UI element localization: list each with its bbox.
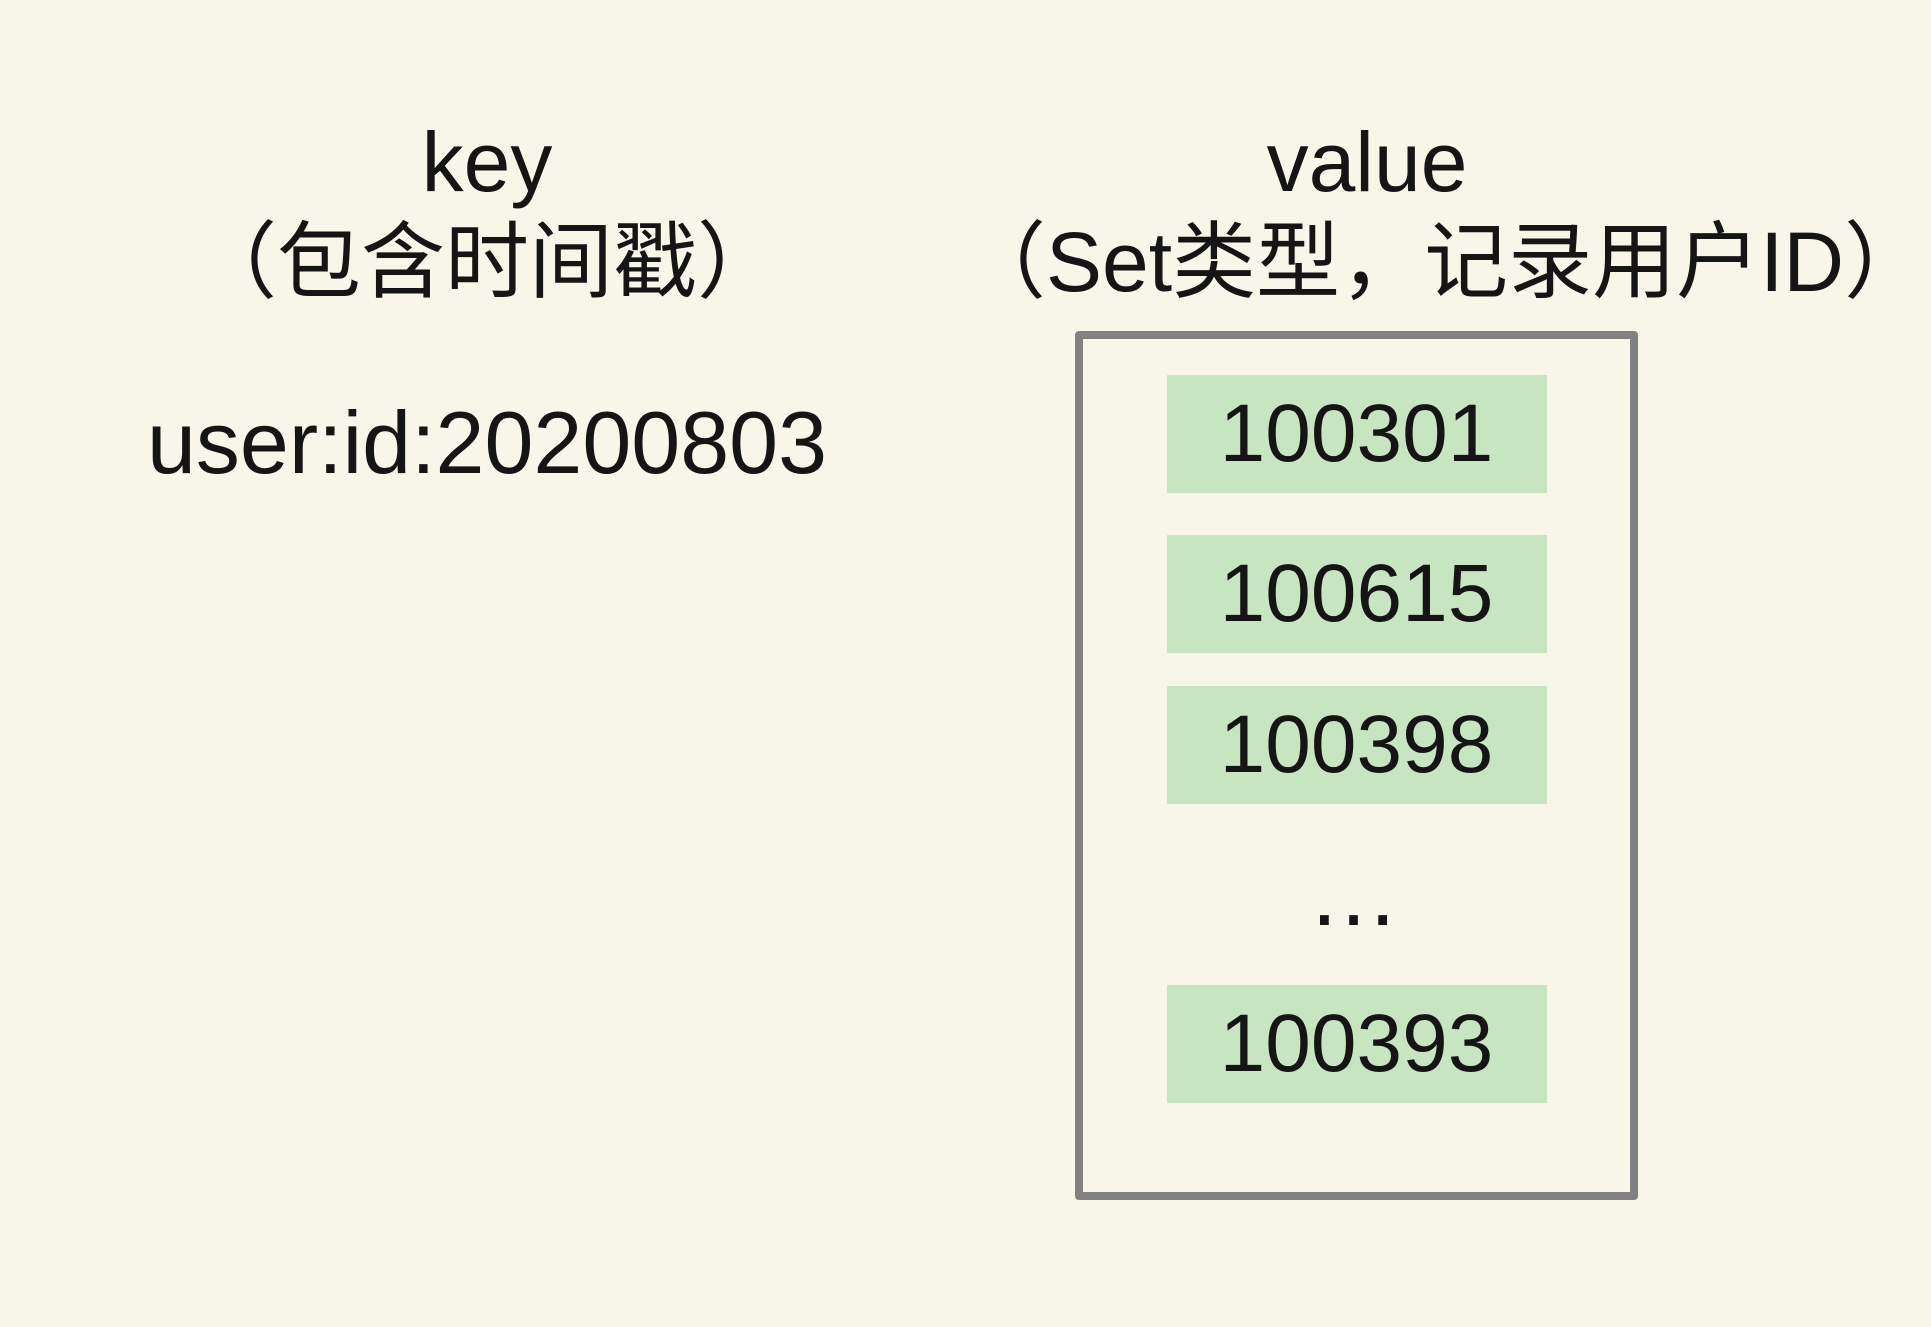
value-column-header: value （Set类型，记录用户ID） bbox=[962, 112, 1929, 312]
set-item: 100398 bbox=[1166, 686, 1547, 804]
key-column-header: key （包含时间戳） bbox=[87, 112, 887, 312]
value-column-subtitle: （Set类型，记录用户ID） bbox=[962, 215, 1929, 309]
key-name-text: user:id:20200803 bbox=[146, 393, 828, 492]
set-item: 100301 bbox=[1166, 375, 1547, 493]
set-item: 100393 bbox=[1166, 985, 1547, 1103]
value-column-title: value bbox=[1266, 115, 1468, 209]
ellipsis: … bbox=[1307, 842, 1406, 945]
key-column-subtitle: （包含时间戳） bbox=[192, 215, 781, 309]
set-item: 100615 bbox=[1166, 535, 1547, 653]
value-set-box: 100301 100615 100398 … 100393 bbox=[1075, 331, 1638, 1200]
key-column-title: key bbox=[421, 115, 553, 209]
